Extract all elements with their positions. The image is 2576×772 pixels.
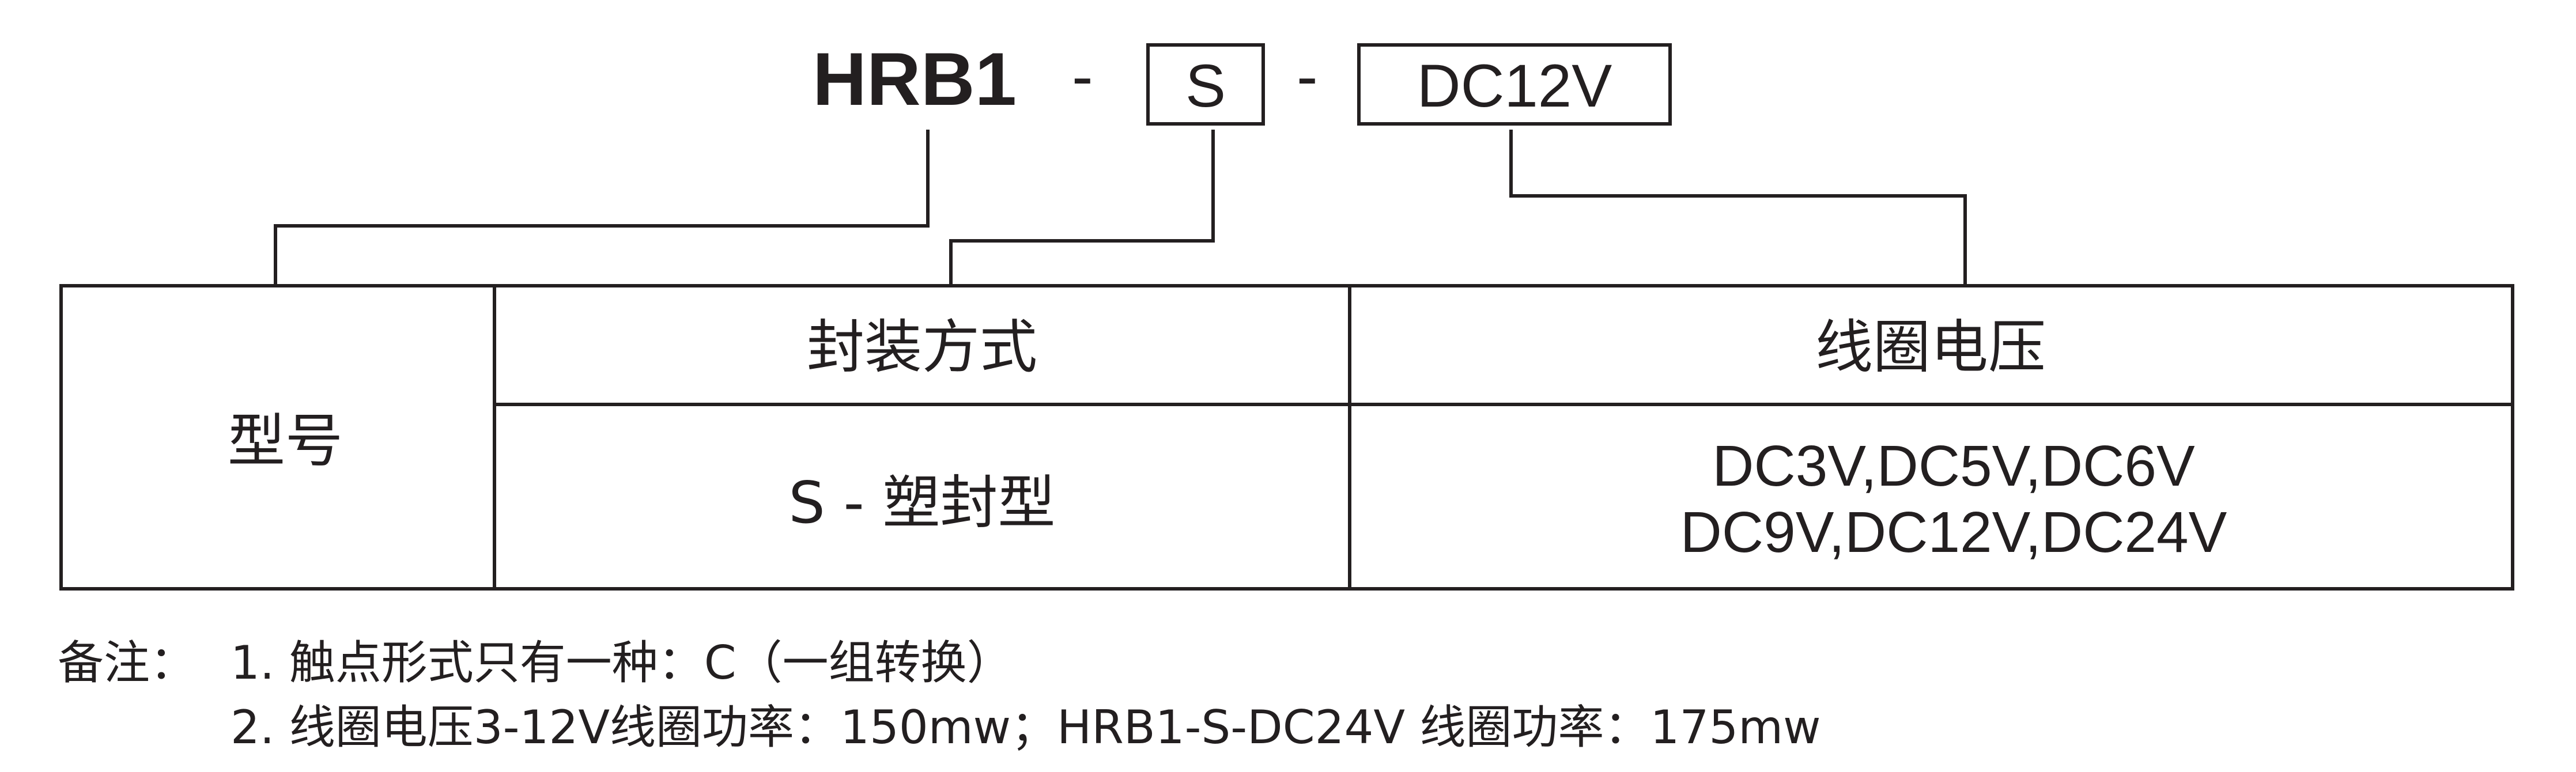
package-header: 封装方式 [807, 313, 1037, 381]
voltage-leader-line [1509, 130, 1967, 286]
note-item: 2. 线圈电压3-12V线圈功率：150mw；HRB1-S-DC24V 线圈功率… [231, 701, 1821, 754]
table-border [59, 284, 2514, 591]
package-leader-line [949, 130, 1215, 286]
model-header: 型号 [228, 407, 343, 475]
package-code-box [1146, 43, 1265, 126]
code-separator: - [1297, 41, 1318, 112]
table-text: 型号 封装方式 线圈电压 S - 塑封型 DC3V,DC5V,DC6V DC9V… [228, 313, 2227, 565]
voltage-code-box [1357, 43, 1672, 126]
note-item: 1. 触点形式只有一种：C（一组转换） [231, 636, 1013, 690]
package-option: S - 塑封型 [788, 469, 1055, 536]
model-code: HRB1 [813, 37, 1017, 121]
voltage-option-line: DC9V,DC12V,DC24V [1680, 500, 2227, 565]
notes-label: 备注： [58, 636, 196, 690]
package-code-value: S [1185, 52, 1226, 120]
notes: 备注： 1. 触点形式只有一种：C（一组转换） 2. 线圈电压3-12V线圈功率… [58, 636, 1821, 754]
model-leader-line [274, 130, 930, 286]
code-separator: - [1072, 41, 1093, 112]
voltage-code-value: DC12V [1417, 52, 1612, 120]
voltage-option-line: DC3V,DC5V,DC6V [1712, 434, 2195, 498]
leader-lines [274, 130, 1967, 286]
part-number-code: HRB1 - S - DC12V [813, 37, 1672, 126]
spec-table [59, 284, 2514, 591]
voltage-header: 线圈电压 [1815, 313, 2046, 381]
